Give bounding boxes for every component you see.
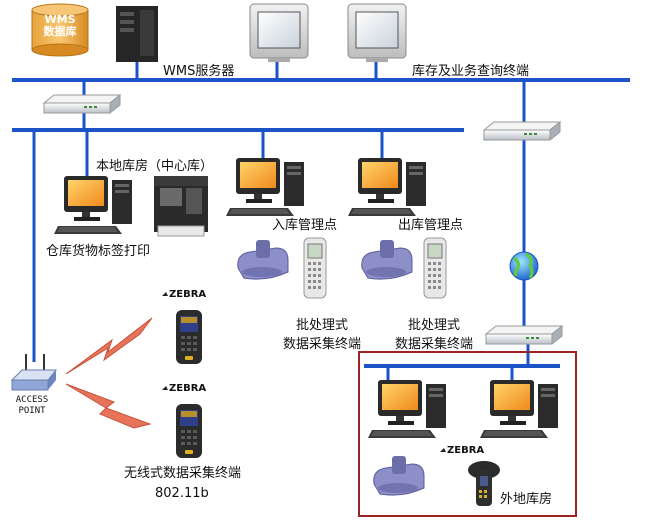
batch-cradle-2-icon: [361, 239, 413, 280]
switch-local-icon: [43, 94, 121, 114]
access-point-icon: [10, 354, 58, 391]
query-terminal-label: 库存及业务查询终端: [412, 64, 530, 79]
access-point-label: ACCESS POINT: [8, 395, 56, 417]
remote-warehouse-box: [358, 351, 577, 517]
batch-terminal-2-line1: 批处理式: [407, 318, 460, 333]
remote-warehouse-label: 外地库房: [500, 492, 553, 507]
inbound-desktop-icon: [226, 158, 304, 216]
wireless-terminal-1-icon: [176, 310, 202, 364]
batch-terminal-1-line2: 数据采集终端: [282, 337, 361, 352]
label-print-desktop-icon: [54, 176, 132, 234]
query-terminal-monitor-2: [347, 3, 407, 62]
remote-desktop-1-icon: [368, 380, 446, 438]
switch-remote-icon: [485, 325, 563, 345]
batch-terminal-2-line2: 数据采集终端: [394, 337, 473, 352]
batch-cradle-1-icon: [237, 239, 289, 280]
batch-terminal-1-label: 批处理式 数据采集终端: [272, 314, 372, 352]
zebra-label-2: ZEBRA: [169, 383, 207, 394]
switch-query-icon: [483, 121, 561, 141]
internet-globe-icon: [509, 251, 539, 281]
remote-scanner-icon: [468, 461, 500, 506]
access-point-line2: POINT: [18, 406, 46, 416]
database-label-line2: 数据库: [43, 25, 77, 38]
outbound-point-label: 出库管理点: [398, 218, 464, 233]
database-label: WMS 数据库: [32, 14, 88, 38]
local-warehouse-label: 本地库房（中心库）: [96, 159, 214, 174]
wifi-standard-label: 802.11b: [155, 486, 209, 501]
remote-desktop-2-icon: [480, 380, 558, 438]
label-print-label: 仓库货物标签打印: [46, 244, 151, 259]
database-label-line1: WMS: [44, 13, 76, 26]
outbound-desktop-icon: [348, 158, 426, 216]
database-icon: [31, 3, 89, 57]
zebra-label-1: ZEBRA: [169, 289, 207, 300]
inbound-point-label: 入库管理点: [272, 218, 338, 233]
batch-terminal-1-line1: 批处理式: [295, 318, 348, 333]
label-printer-icon: [154, 176, 208, 237]
zebra-label-3: ZEBRA: [447, 445, 485, 456]
batch-terminal-2-label: 批处理式 数据采集终端: [384, 314, 484, 352]
wireless-signal-icon: [65, 317, 153, 429]
wireless-terminal-label: 无线式数据采集终端: [124, 466, 242, 481]
wms-server-label: WMS服务器: [163, 64, 235, 79]
wireless-terminal-2-icon: [176, 404, 202, 458]
query-terminal-monitor-1: [249, 3, 309, 62]
access-point-line1: ACCESS: [15, 395, 49, 405]
remote-cradle-icon: [373, 455, 425, 496]
wms-server-icon: [116, 6, 158, 62]
zebra-logo-marks: [162, 292, 446, 452]
network-links: [12, 58, 630, 384]
batch-handheld-1-icon: [303, 237, 327, 299]
batch-handheld-2-icon: [423, 237, 447, 299]
